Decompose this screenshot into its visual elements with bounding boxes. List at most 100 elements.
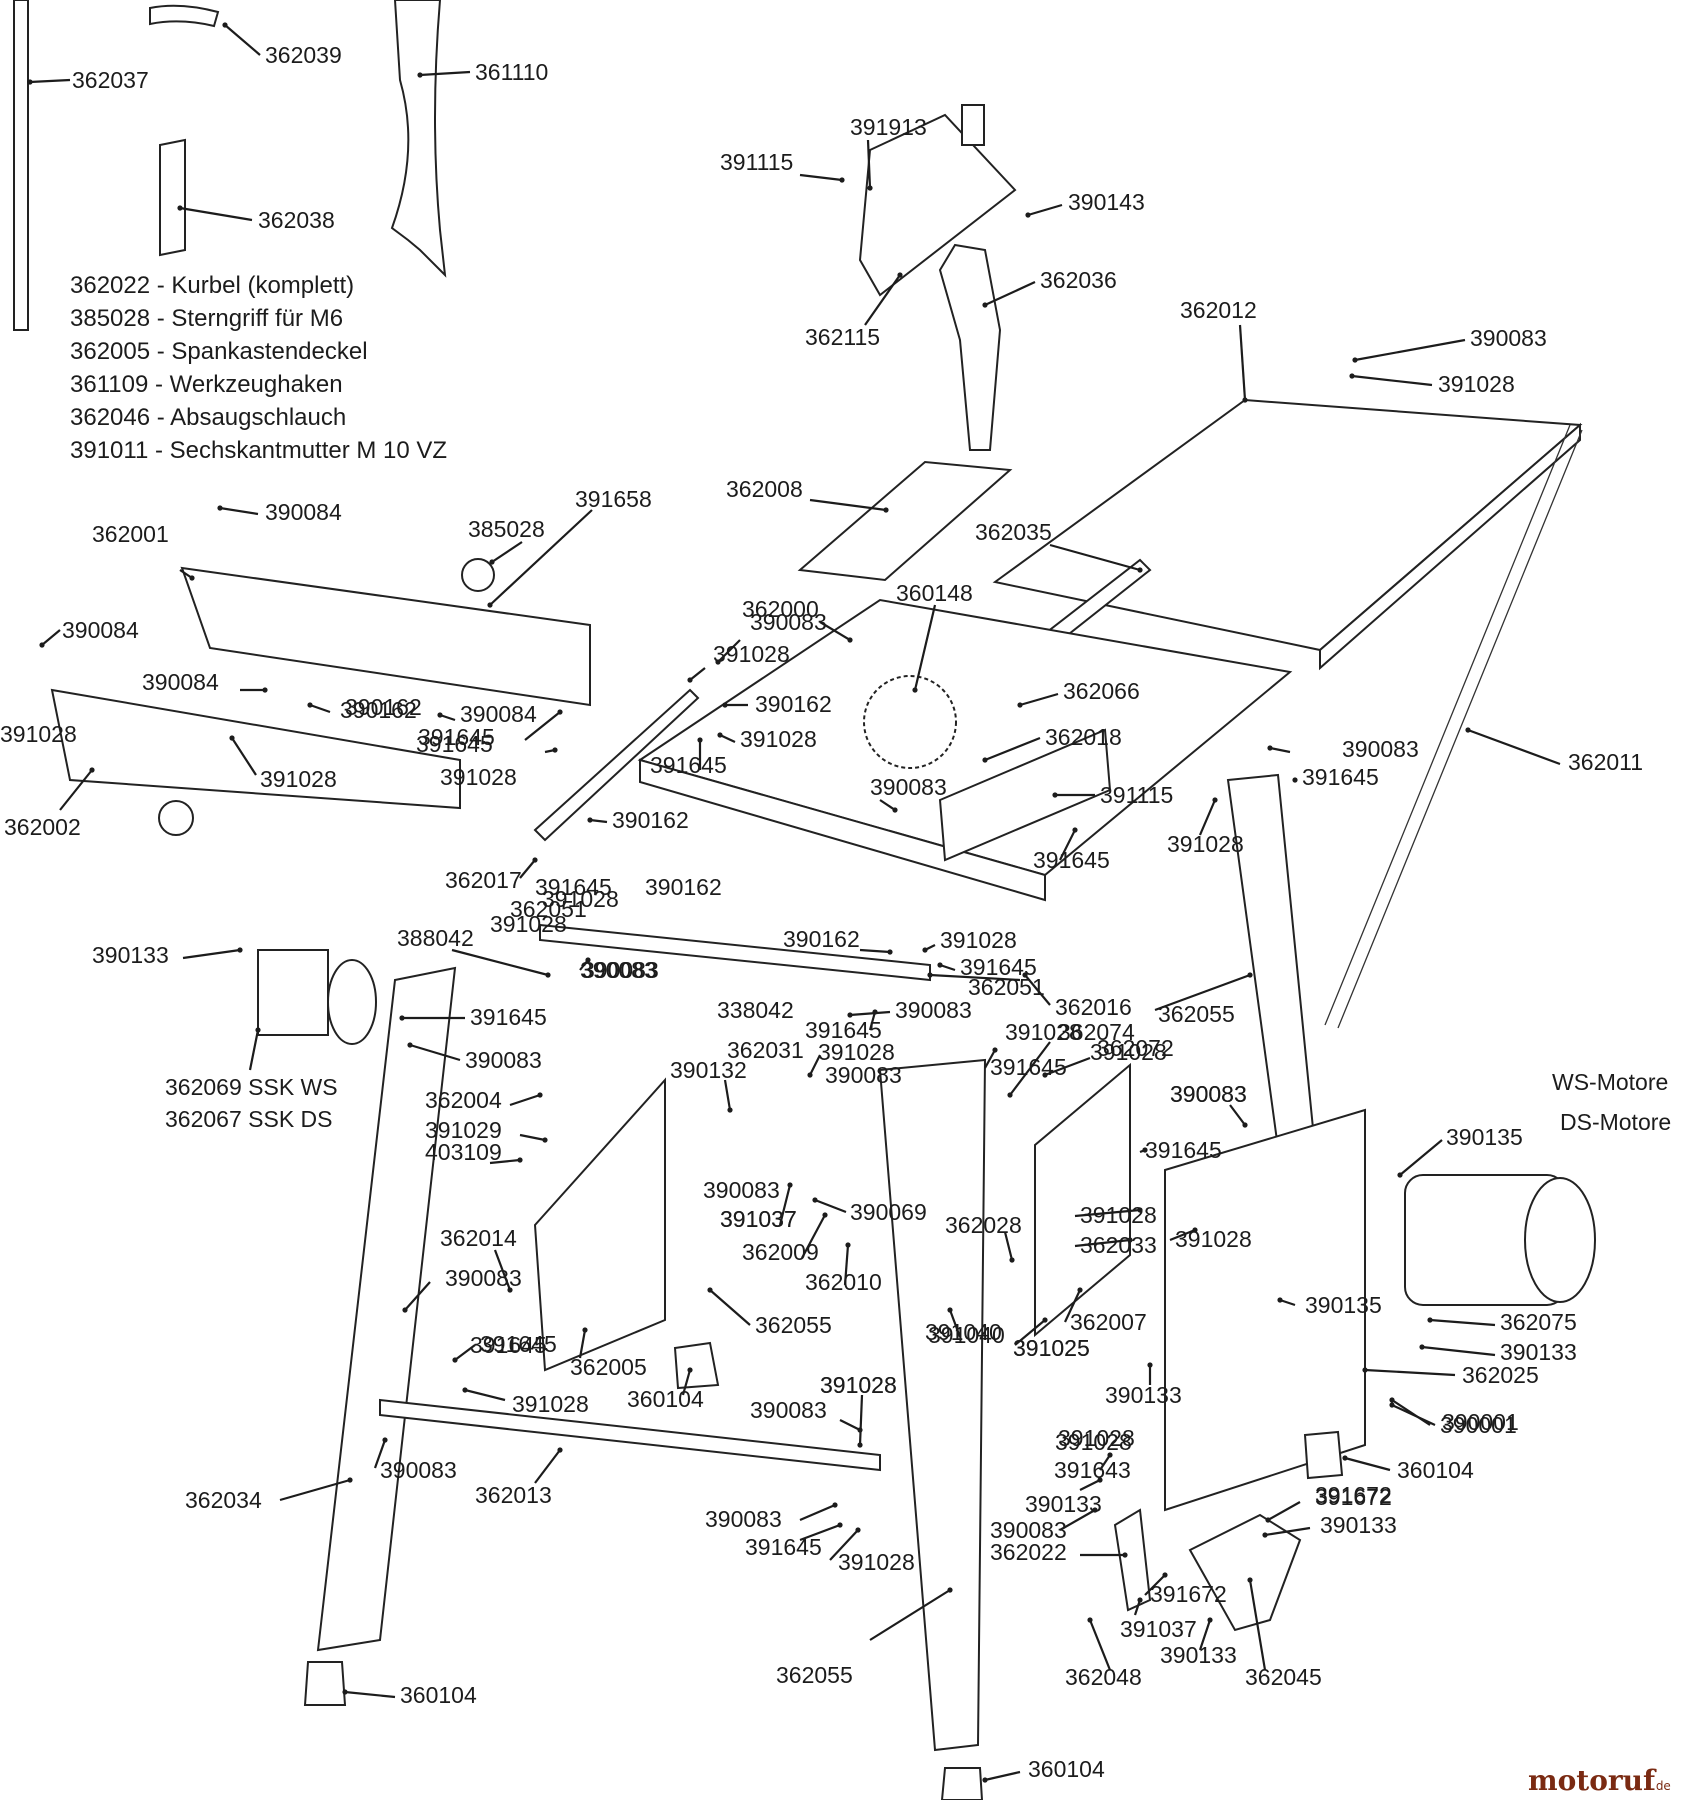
leader-dot-391643 bbox=[1107, 1452, 1113, 1458]
callout-362045: 362045 bbox=[1245, 1664, 1322, 1690]
leader-391028-1 bbox=[689, 667, 706, 681]
leader-dot-391645-19 bbox=[1072, 827, 1078, 833]
motor-fan-part bbox=[1524, 1177, 1596, 1303]
legend-item-4: 362046 - Absaugschlauch bbox=[70, 404, 346, 431]
guard-post-part bbox=[961, 104, 985, 146]
callout-391672-63: 391672 bbox=[1315, 1482, 1392, 1508]
callout-362069: 362069 SSK WS bbox=[165, 1074, 338, 1100]
leader-dot-391028-51 bbox=[857, 1442, 863, 1448]
callout-390084-10: 390084 bbox=[142, 669, 219, 695]
callout-390083-46: 390083 bbox=[445, 1265, 522, 1291]
leader-dot-390132 bbox=[727, 1107, 733, 1113]
leader-362037 bbox=[29, 78, 71, 84]
leader-dot-390162-7 bbox=[587, 817, 593, 823]
callout-390143: 390143 bbox=[1068, 189, 1145, 215]
leader-362036 bbox=[984, 281, 1036, 306]
callout-391028-11: 391028 bbox=[260, 766, 337, 792]
leader-dot-362039 bbox=[222, 22, 228, 28]
leader-390133-61 bbox=[1198, 1619, 1212, 1651]
leader-dot-362000 bbox=[847, 637, 853, 643]
callout-391028-1: 391028 bbox=[713, 641, 790, 667]
leader-dot-391028-42 bbox=[1192, 1227, 1198, 1233]
leader-390083 bbox=[1354, 338, 1466, 362]
leader-362074 bbox=[1009, 1041, 1051, 1096]
leader-362009 bbox=[801, 1214, 826, 1259]
leader-dot-391645-17 bbox=[1292, 777, 1298, 783]
leader-dot-391672 bbox=[1265, 1517, 1271, 1523]
leader-dot-362069 bbox=[255, 1027, 261, 1033]
leader-dot-362066 bbox=[1017, 702, 1023, 708]
leader-390143 bbox=[1027, 203, 1063, 217]
callout-362025: 362025 bbox=[1462, 1362, 1539, 1388]
leader-391028-51 bbox=[858, 1394, 864, 1446]
leader-dot-361110 bbox=[417, 72, 423, 78]
legend-item-1: 385028 - Sterngriff für M6 bbox=[70, 305, 343, 332]
callout-391672: 391672 bbox=[1315, 1484, 1392, 1510]
leader-dot-390133 bbox=[237, 947, 243, 953]
leader-390083-46 bbox=[404, 1281, 431, 1311]
callout-391028-48: 391028 bbox=[512, 1391, 589, 1417]
callout-362012: 362012 bbox=[1180, 297, 1257, 323]
callout-362011: 362011 bbox=[1568, 749, 1643, 775]
callout-362037: 362037 bbox=[72, 67, 149, 93]
leader-dot-362018 bbox=[982, 757, 988, 763]
leader-362115 bbox=[864, 274, 901, 326]
leader-dot-391115b bbox=[1052, 792, 1058, 798]
motor-bracket-part bbox=[1164, 1108, 1366, 1512]
leader-dot-362013 bbox=[557, 1447, 563, 1453]
leader-dot-362033 bbox=[1127, 1237, 1133, 1243]
callout-390162-26: 390162 bbox=[645, 874, 722, 900]
leader-dot-391037 bbox=[787, 1182, 793, 1188]
leader-391645-32 bbox=[868, 1011, 877, 1031]
callout-390083-6: 390083 bbox=[870, 774, 947, 800]
callout-362004: 362004 bbox=[425, 1087, 502, 1113]
leader-dot-390133-62 bbox=[1262, 1532, 1268, 1538]
callout-362072: 362072 bbox=[1097, 1035, 1174, 1061]
callout-391645-4: 391645 bbox=[418, 724, 495, 750]
leader-385028 bbox=[491, 541, 523, 563]
motor-label-ds: DS-Motore bbox=[1560, 1109, 1671, 1135]
callout-362028: 362028 bbox=[945, 1212, 1022, 1238]
leader-dot-391645-22 bbox=[399, 1015, 405, 1021]
callout-362051-27: 362051 bbox=[510, 896, 587, 922]
leader-dot-390143 bbox=[1025, 212, 1031, 218]
callout-390084-14: 390084 bbox=[460, 701, 537, 727]
callout-390083-49: 390083 bbox=[380, 1457, 457, 1483]
leader-362004 bbox=[509, 1093, 541, 1107]
leader-390133-57 bbox=[1079, 1479, 1101, 1491]
callout-362048: 362048 bbox=[1065, 1664, 1142, 1690]
callout-390083-16: 390083 bbox=[1342, 736, 1419, 762]
leader-dot-362051 bbox=[927, 972, 933, 978]
leader-390135 bbox=[1399, 1139, 1443, 1176]
callout-390083-39: 390083 bbox=[1170, 1081, 1247, 1107]
callout-390135-43: 390135 bbox=[1305, 1292, 1382, 1318]
motor-label-ws: WS-Motore bbox=[1552, 1069, 1668, 1095]
leader-dot-391645-40 bbox=[1142, 1147, 1148, 1153]
callout-391028-3: 391028 bbox=[740, 726, 817, 752]
callout-390083-50: 390083 bbox=[750, 1397, 827, 1423]
leader-390083-33 bbox=[849, 1010, 891, 1017]
callout-391028-34: 391028 bbox=[818, 1039, 895, 1065]
leader-362045 bbox=[1248, 1579, 1267, 1671]
leader-390083-6 bbox=[879, 799, 896, 811]
leader-dot-362009 bbox=[822, 1212, 828, 1218]
leader-362013 bbox=[534, 1449, 561, 1484]
leader-390162-7 bbox=[589, 818, 608, 824]
table-front-edge-part bbox=[639, 758, 1046, 902]
leader-dot-360104-64 bbox=[342, 1689, 348, 1695]
legend: 362022 - Kurbel (komplett) 385028 - Ster… bbox=[70, 272, 447, 464]
leader-dot-362055-70 bbox=[947, 1587, 953, 1593]
leader-dot-390083-16 bbox=[1267, 745, 1273, 751]
leader-362051 bbox=[929, 973, 1021, 982]
leader-dot-390083-33 bbox=[847, 1012, 853, 1018]
callout-391028-51: 391028 bbox=[820, 1372, 897, 1398]
side-plate-upper-part bbox=[180, 566, 591, 707]
leader-dot-388042 bbox=[545, 972, 551, 978]
callout-391040: 391040 bbox=[928, 1322, 1005, 1348]
callout-362039: 362039 bbox=[265, 42, 342, 68]
callout-362014: 362014 bbox=[440, 1225, 517, 1251]
callout-338042: 338042 bbox=[717, 997, 794, 1023]
callout-391028-21: 391028 bbox=[542, 886, 619, 912]
leader-391028-54 bbox=[829, 1529, 859, 1561]
